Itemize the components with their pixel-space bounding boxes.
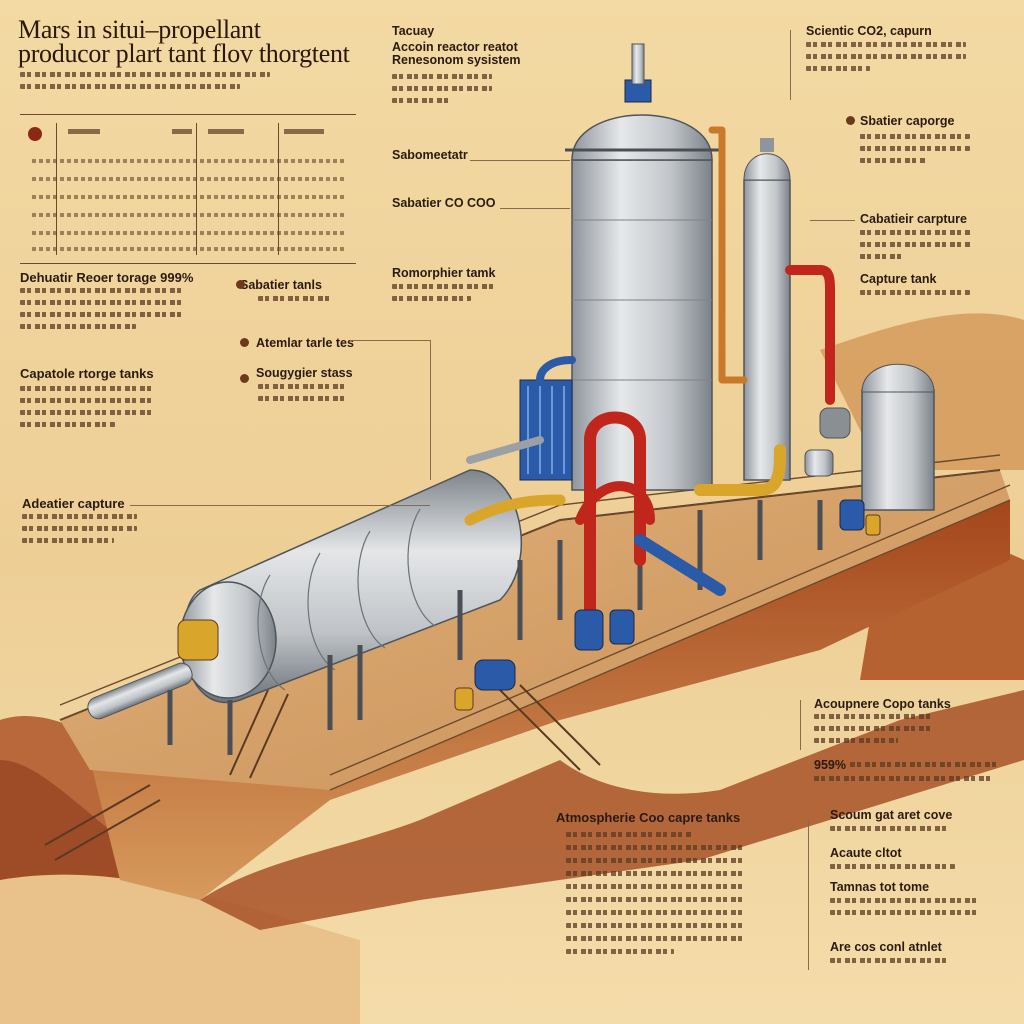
title-line-2: producor plart tant flov thorgtent xyxy=(18,39,350,68)
text-acoupnere xyxy=(814,714,934,743)
label-capatole: Capatole rtorge tanks xyxy=(20,366,154,381)
leader-line xyxy=(800,700,801,750)
text-sabatier-tanls xyxy=(258,296,333,301)
text-tamnas xyxy=(830,898,980,915)
text-acaute xyxy=(830,864,955,869)
text-sougygier xyxy=(258,384,348,401)
label-scientic: Scientic CO2, capurn xyxy=(806,24,932,38)
label-tamnas: Tamnas tot tome xyxy=(830,880,930,894)
leader-line xyxy=(470,160,570,161)
text-atmospherie xyxy=(566,832,746,954)
leader-line xyxy=(130,505,430,506)
text-romorphier xyxy=(392,284,497,301)
text-959-more xyxy=(814,776,994,781)
text-cabatieir xyxy=(860,230,972,259)
text-adeatier xyxy=(22,514,137,543)
text-tacuay xyxy=(392,74,492,103)
label-dehuatir: Dehuatir Reoer torage 999% xyxy=(20,270,194,285)
label-renesonom: Renesonom sysistem xyxy=(392,53,521,67)
intro-text xyxy=(20,72,270,89)
text-scientic xyxy=(806,42,966,71)
data-table xyxy=(20,114,356,264)
leader-line xyxy=(790,30,791,100)
text-959 xyxy=(850,762,1000,767)
label-sabatier-co: Sabatier CO COO xyxy=(392,196,496,210)
label-sougygier: Sougygier stass xyxy=(256,366,353,380)
leader-line xyxy=(810,220,855,221)
label-959: 959% xyxy=(814,758,846,772)
label-atmospherie: Atmospherie Coo capre tanks xyxy=(556,810,741,825)
label-sbatier-caporge: Sbatier caporge xyxy=(860,114,955,128)
bullet-icon xyxy=(846,116,855,125)
text-capatole xyxy=(20,386,155,427)
label-tacuay: Tacuay xyxy=(392,24,435,38)
page-title: Mars in situi–propellant producor plart … xyxy=(18,15,378,68)
text-sbatier-caporge xyxy=(860,134,970,163)
label-cabatieir: Cabatieir carpture xyxy=(860,212,967,226)
label-acoupnere: Acoupnere Copo tanks xyxy=(814,697,951,711)
label-sabomeetatr: Sabomeetatr xyxy=(392,148,468,162)
label-capture-tank: Capture tank xyxy=(860,272,937,286)
leader-line xyxy=(500,208,570,209)
text-capture-tank xyxy=(860,290,970,295)
mars-icon xyxy=(28,127,42,141)
label-atemlar: Atemlar tarle tes xyxy=(256,336,354,350)
label-acaute: Acaute cltot xyxy=(830,846,902,860)
bullet-icon xyxy=(240,374,249,383)
leader-line xyxy=(808,820,809,970)
leader-line xyxy=(350,340,430,341)
label-romorphier: Romorphier tamk xyxy=(392,266,496,280)
title-line-1: Mars in situi–propellant xyxy=(18,15,261,44)
label-sabatier-tanls: Sabatier tanls xyxy=(240,278,322,292)
text-scoum xyxy=(830,826,950,831)
bullet-icon xyxy=(236,280,245,289)
leader-line xyxy=(430,340,431,480)
text-dehuatir xyxy=(20,288,185,329)
label-arecit: Are cos conl atnlet xyxy=(830,940,942,954)
label-accoin: Accoin reactor reatot xyxy=(392,40,518,54)
bullet-icon xyxy=(240,338,249,347)
label-adeatier: Adeatier capture xyxy=(22,496,125,511)
text-arecit xyxy=(830,958,950,963)
label-scoum: Scoum gat aret cove xyxy=(830,808,953,822)
